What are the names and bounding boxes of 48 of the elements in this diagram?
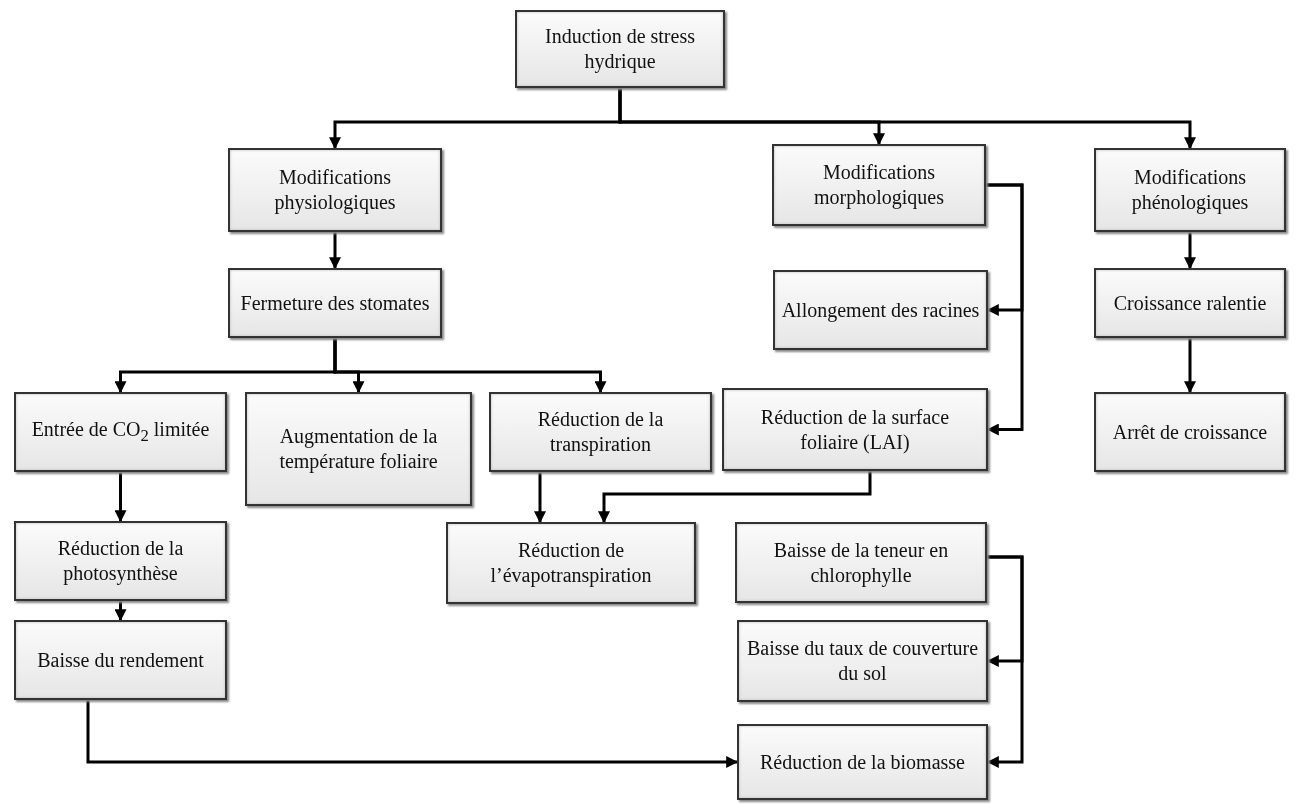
arrow	[618, 88, 1196, 150]
box-label: Augmentation de la température foliaire	[278, 424, 439, 474]
process-box	[722, 388, 988, 471]
box-label: Entrée de CO$_{2}$ limitée	[31, 417, 210, 447]
box-label: Induction de stress hydrique	[544, 24, 696, 74]
arrow	[598, 471, 872, 524]
arrow	[1184, 338, 1196, 394]
box-label: Modifications phénologiques	[1130, 165, 1250, 215]
process-box	[737, 620, 988, 702]
process-box	[735, 522, 987, 603]
process-box	[14, 620, 227, 700]
arrow	[986, 183, 1024, 436]
arrow	[114, 472, 127, 523]
process-box	[1094, 268, 1286, 338]
arrow	[329, 232, 341, 270]
arrow	[86, 700, 739, 768]
box-label: Allongement des racines	[781, 297, 980, 323]
arrow	[986, 555, 1024, 768]
box-label: Réduction de l’évapotranspiration	[489, 538, 653, 588]
process-box	[14, 392, 227, 472]
process-box	[773, 270, 988, 350]
box-label: Modifications physiologiques	[273, 165, 397, 215]
process-box	[245, 392, 472, 506]
box-label: Réduction de la transpiration	[536, 407, 665, 457]
arrow	[534, 472, 546, 524]
process-box	[14, 521, 227, 601]
arrow	[1184, 232, 1196, 270]
process-box	[228, 268, 442, 338]
process-box	[446, 522, 696, 604]
box-label: Réduction de la photosynthèse	[56, 536, 185, 586]
box-label: Réduction de la biomasse	[760, 749, 965, 775]
process-box	[1094, 148, 1286, 232]
process-box	[489, 392, 712, 472]
box-label: Modifications morphologiques	[813, 160, 945, 210]
process-box	[772, 144, 986, 226]
process-box	[228, 148, 442, 232]
process-box	[737, 724, 988, 800]
box-label: Fermeture des stomates	[240, 290, 430, 316]
box-label: Arrêt de croissance	[1112, 419, 1268, 445]
arrow	[333, 338, 607, 394]
box-label: Baisse du taux de couverture du sol	[745, 636, 979, 686]
process-box	[515, 10, 725, 88]
arrow	[114, 601, 127, 622]
box-label: Baisse du rendement	[37, 647, 204, 673]
box-label: Croissance ralentie	[1113, 290, 1267, 316]
process-box	[1094, 392, 1286, 472]
box-label: Réduction de la surface foliaire (LAI)	[759, 404, 951, 455]
box-label: Baisse de la teneur en chlorophylle	[772, 537, 950, 588]
